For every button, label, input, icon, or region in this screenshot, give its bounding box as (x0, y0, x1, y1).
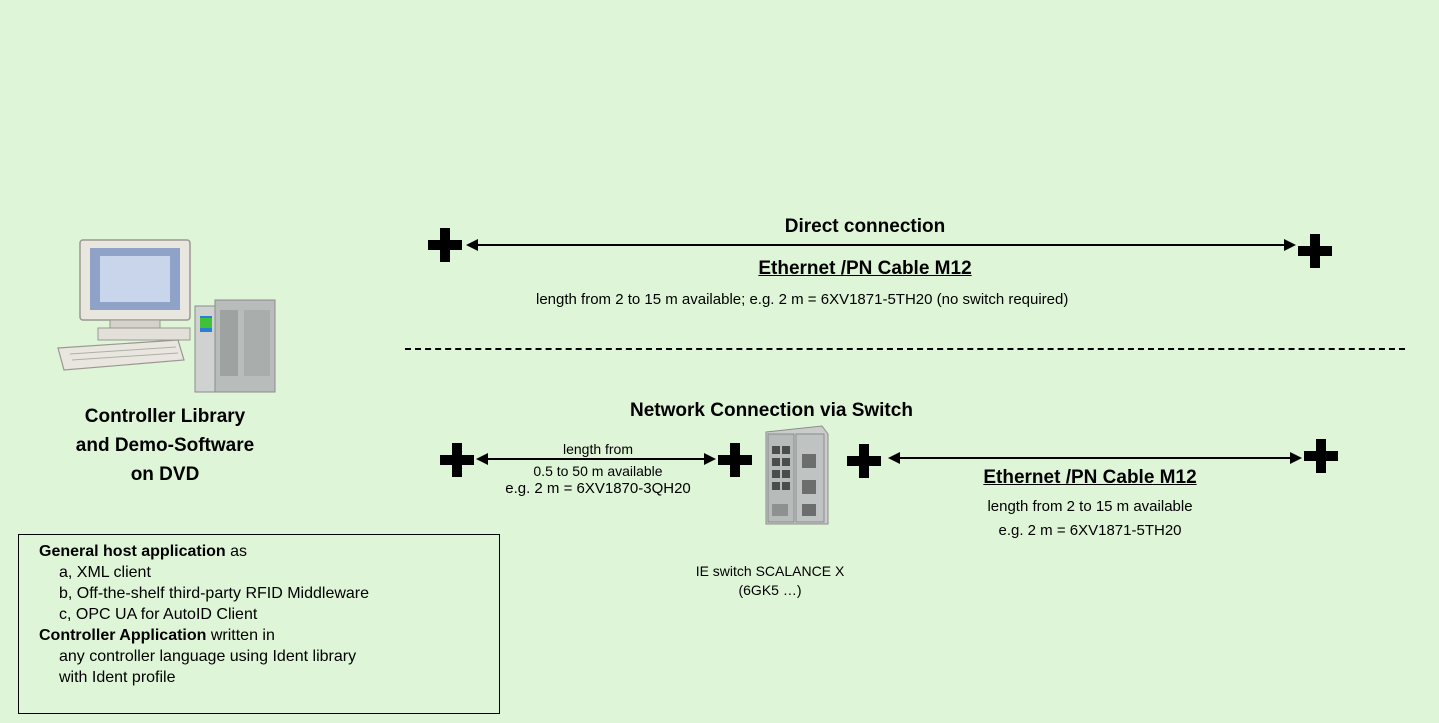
right-cable-line1: length from 2 to 15 m available (987, 498, 1193, 515)
arrow-right-icon (1284, 239, 1296, 251)
controller-application-line2: any controller language using Ident libr… (59, 648, 357, 665)
right-cable-title: Ethernet /PN Cable M12 (983, 467, 1197, 488)
left-cable-line1: length from (562, 441, 634, 457)
host-application-bold: General host application (39, 543, 226, 560)
controller-label: Controller Library and Demo-Software on … (40, 402, 290, 489)
host-item-a: a, XML client (59, 564, 151, 581)
host-application-info-box: General host application as a, XML clien… (18, 534, 500, 714)
controller-application-heading: Controller Application written in (39, 625, 499, 646)
arrow-right-icon (704, 453, 716, 465)
arrow-left-icon (888, 452, 900, 464)
right-cable-line2: e.g. 2 m = 6XV1871-5TH20 (998, 522, 1182, 539)
direct-cable-title: Ethernet /PN Cable M12 (758, 258, 972, 279)
right-cable-arrow (888, 452, 1302, 464)
host-item-b: b, Off-the-shelf third-party RFID Middle… (59, 585, 370, 602)
controller-application-bold: Controller Application (39, 627, 207, 644)
arrow-left-icon (476, 453, 488, 465)
network-connection-title: Network Connection via Switch (630, 400, 913, 421)
arrow-right-icon (1290, 452, 1302, 464)
left-cable-line2: 0.5 to 50 m available (533, 463, 663, 479)
plus-icon (428, 228, 462, 262)
host-application-heading: General host application as (39, 541, 499, 562)
direct-cable-arrow (466, 239, 1296, 251)
left-cable-arrow (476, 453, 716, 465)
pc-and-controller-illustration (57, 239, 276, 393)
switch-label: IE switch SCALANCE X (6GK5 …) (660, 562, 880, 600)
controller-label-line2: and Demo-Software (75, 435, 255, 456)
host-item-c: c, OPC UA for AutoID Client (59, 606, 258, 623)
controller-label-line3: on DVD (130, 464, 200, 485)
left-cable-label: length from 0.5 to 50 m available e.g. 2… (480, 440, 716, 498)
section-divider (405, 348, 1405, 350)
left-cable-line3: e.g. 2 m = 6XV1870-3QH20 (505, 480, 691, 497)
plus-icon (718, 443, 752, 477)
switch-illustration (765, 425, 829, 525)
switch-label-line1: IE switch SCALANCE X (695, 563, 845, 579)
direct-connection-title: Direct connection (784, 216, 946, 237)
host-application-rest: as (225, 543, 248, 560)
plus-icon (847, 444, 881, 478)
controller-label-line1: Controller Library (84, 406, 246, 427)
right-cable-label: length from 2 to 15 m available e.g. 2 m… (930, 495, 1250, 543)
controller-application-rest: written in (206, 627, 275, 644)
plus-icon (440, 443, 474, 477)
direct-cable-desc: length from 2 to 15 m available; e.g. 2 … (536, 291, 1069, 308)
switch-label-line2: (6GK5 …) (738, 582, 802, 598)
plus-icon (1298, 234, 1332, 268)
controller-application-line3: with Ident profile (59, 669, 176, 686)
plus-icon (1304, 439, 1338, 473)
arrow-left-icon (466, 239, 478, 251)
